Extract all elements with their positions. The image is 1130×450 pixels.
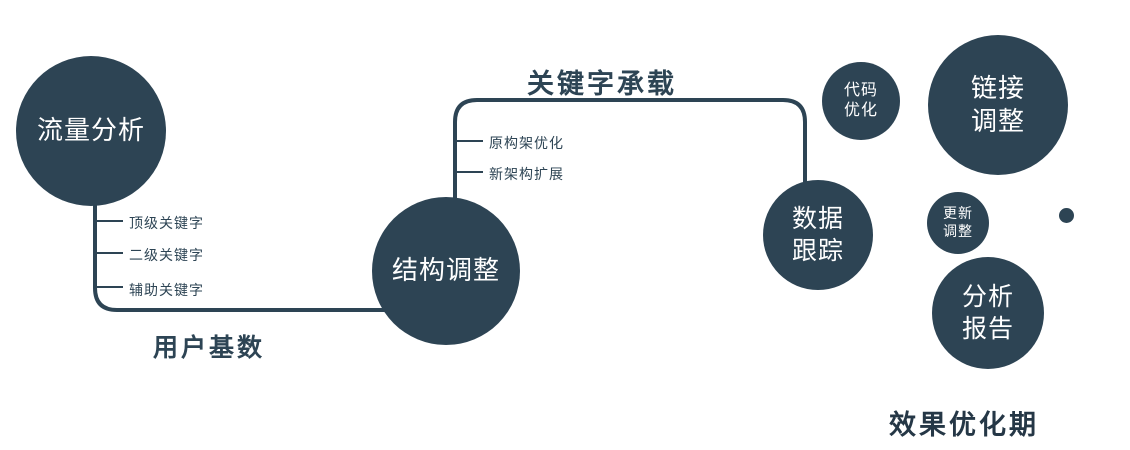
node-traffic-analysis-label: 流量分析 [36, 115, 145, 146]
node-code-optimization-line2: 优化 [843, 102, 878, 119]
edge-label-user-base: 用户基数 [153, 334, 266, 362]
node-link-adjustment-line1: 链接 [970, 72, 1025, 103]
node-structure-adjustment: 结构调整 [372, 197, 520, 345]
node-update-adjustment-line1: 更新 [943, 205, 973, 222]
caption-effect-optimization-period: 效果优化期 [889, 410, 1039, 440]
node-analysis-report-line2: 报告 [961, 315, 1014, 343]
keyword-item-auxiliary: 辅助关键字 [129, 282, 204, 298]
node-small-dot [1059, 208, 1074, 223]
node-update-adjustment: 更新 调整 [927, 192, 989, 254]
node-data-tracking-line1: 数据 [791, 205, 844, 233]
architecture-item-new-expansion: 新架构扩展 [489, 166, 564, 182]
node-update-adjustment-line2: 调整 [943, 223, 973, 239]
node-data-tracking: 数据 跟踪 [763, 180, 873, 290]
node-analysis-report: 分析 报告 [932, 257, 1044, 369]
node-traffic-analysis: 流量分析 [16, 56, 166, 206]
node-analysis-report-line1: 分析 [961, 283, 1014, 311]
node-data-tracking-line2: 跟踪 [791, 237, 844, 265]
architecture-item-original-optimization: 原构架优化 [489, 135, 564, 151]
node-code-optimization: 代码 优化 [822, 62, 900, 140]
path-traffic-to-structure [93, 185, 415, 312]
keyword-item-second-level: 二级关键字 [129, 247, 204, 263]
node-link-adjustment: 链接 调整 [928, 35, 1068, 175]
keyword-item-top-level: 顶级关键字 [129, 215, 204, 231]
path-structure-to-tracking [453, 98, 807, 215]
node-code-optimization-line1: 代码 [843, 81, 878, 99]
edge-label-keyword-carry: 关键字承载 [527, 69, 677, 99]
node-structure-adjustment-label: 结构调整 [391, 255, 500, 286]
node-link-adjustment-line2: 调整 [970, 106, 1025, 136]
